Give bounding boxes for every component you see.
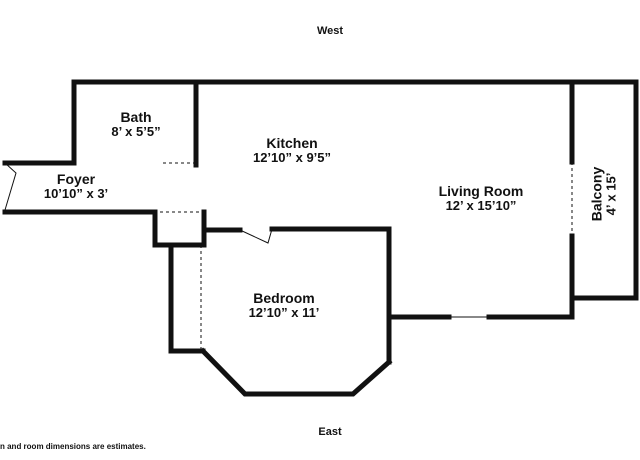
bedroom-door-swing [239,228,273,244]
room-bedroom-name: Bedroom [253,290,315,306]
wall-bedroom-bay [199,347,393,397]
room-balcony-dims: 4’ x 15’ [603,172,619,216]
room-kitchen: Kitchen 12’10” x 9’5” [253,135,331,166]
wall-bath-left [2,79,77,166]
room-bedroom-dims: 12’10” x 11’ [248,305,320,321]
room-foyer-name: Foyer [56,171,96,187]
room-foyer: Foyer 10’10” x 3’ [44,171,108,202]
disclaimer-text: n and room dimensions are estimates. [0,442,146,451]
room-living-name: Living Room [438,183,524,199]
foyer-door-swing [4,162,17,211]
compass-east: East [318,426,342,438]
bedroom-window-line [208,356,246,395]
room-living: Living Room 12’ x 15’10” [439,183,524,214]
room-balcony: Balcony 4’ x 15’ [588,167,619,221]
room-bath: Bath 8’ x 5’5” [111,109,160,140]
room-bedroom: Bedroom 12’10” x 11’ [249,290,320,321]
room-bath-name: Bath [120,109,152,125]
room-living-dims: 12’ x 15’10” [445,198,517,214]
compass-west: West [316,25,344,37]
room-balcony-name: Balcony [588,166,605,222]
wall-closet [152,209,207,248]
wall-bedroom-left [168,242,206,354]
wall-living-bottom-right [486,233,575,320]
room-foyer-dims: 10’10” x 3’ [43,186,109,202]
room-bath-dims: 8’ x 5’5” [111,124,161,140]
room-kitchen-dims: 12’10” x 9’5” [252,150,332,166]
room-kitchen-name: Kitchen [266,135,318,151]
wall-balcony [569,79,639,301]
